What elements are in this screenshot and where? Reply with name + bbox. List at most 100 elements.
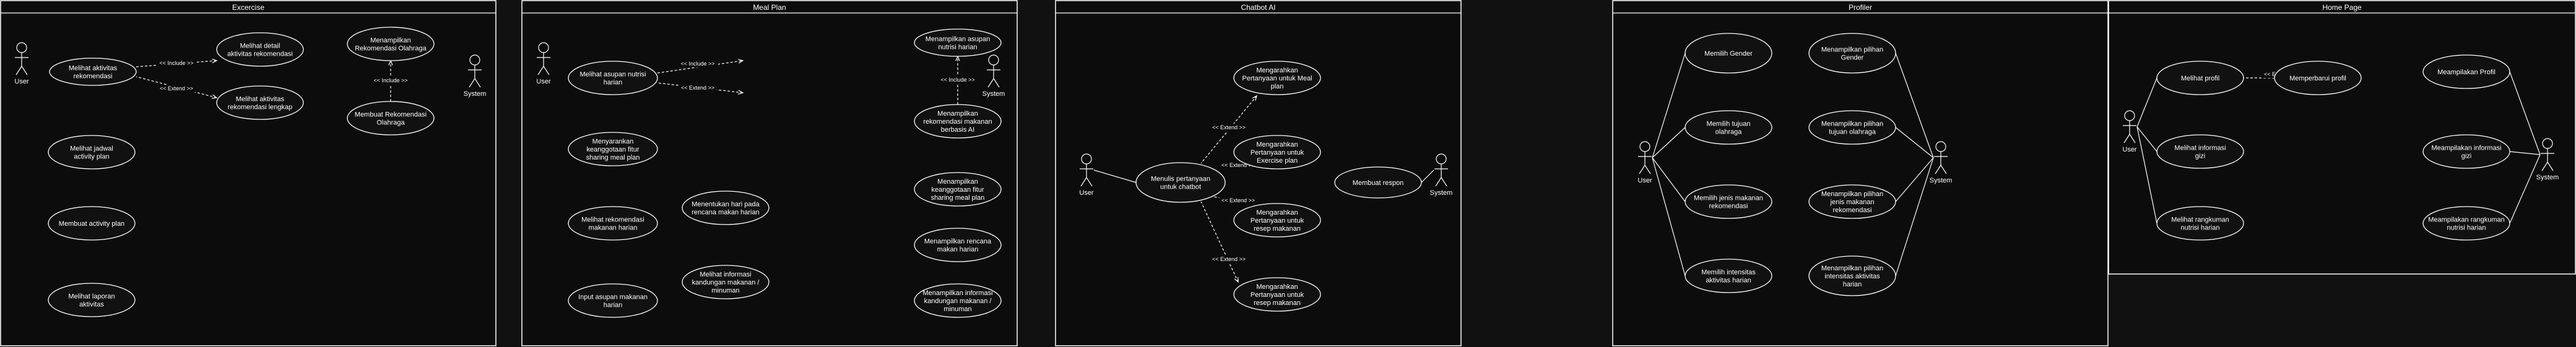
- use-case-ellipse: [2156, 61, 2244, 95]
- system-actor: System: [464, 54, 487, 98]
- relation-label: << Include >>: [159, 60, 193, 66]
- use-case-ellipse: [2156, 206, 2244, 241]
- use-case-ellipse: [1233, 203, 1321, 238]
- use-case-ellipse: [216, 85, 304, 120]
- use-case-ellipse: [1808, 33, 1896, 74]
- association-line: [1895, 127, 1934, 158]
- panel-title: Excercise: [232, 3, 264, 12]
- panel-mealplan: Meal Plan<< Include >><< Extend >><< Inc…: [521, 0, 1018, 346]
- system-actor: System: [982, 54, 1005, 98]
- association-line: [1895, 53, 1934, 158]
- use-case-ellipse: [1808, 110, 1896, 145]
- use-case-ellipse: [1233, 135, 1321, 169]
- association-line: [2136, 126, 2158, 224]
- association-line: [1652, 127, 1686, 158]
- use-case-ellipse: [682, 191, 770, 225]
- use-case-ellipse: [1334, 166, 1422, 199]
- user-actor: User: [1637, 141, 1652, 184]
- association-line: [1652, 157, 1686, 276]
- use-case-ellipse: [2156, 134, 2244, 169]
- use-case-ellipse: [914, 28, 1002, 57]
- system-actor-label: System: [2536, 174, 2559, 181]
- use-case-label: Membuat respon: [1353, 179, 1404, 187]
- relation-arrowhead: [1234, 276, 1239, 283]
- panel-title: Chatbot AI: [1241, 3, 1275, 12]
- relation-label: << Extend >>: [1221, 162, 1255, 168]
- relation-label: << Include >>: [373, 77, 407, 84]
- relation-label: << Extend >>: [160, 85, 193, 92]
- use-case-ellipse: [1233, 61, 1321, 95]
- panel-title: Profiler: [1849, 3, 1872, 12]
- use-case-label: Memperbarui profil: [2289, 75, 2346, 82]
- use-case: Melihat profil: [2156, 61, 2244, 95]
- system-actor-label: System: [1430, 189, 1453, 197]
- system-actor: System: [2536, 138, 2559, 181]
- user-actor: User: [1079, 153, 1094, 197]
- use-case-ellipse: [49, 58, 137, 86]
- relation-label: << Include >>: [940, 77, 974, 83]
- user-actor: User: [14, 42, 29, 85]
- use-case-ellipse: [2422, 134, 2510, 169]
- panel-title: Home Page: [2322, 3, 2362, 12]
- use-case-ellipse: [568, 132, 658, 166]
- system-actor: System: [1430, 153, 1453, 197]
- relation-arrowhead: [211, 94, 218, 99]
- relation-label: << Extend >>: [1212, 124, 1246, 131]
- use-case-ellipse: [682, 265, 770, 299]
- use-case-ellipse: [48, 135, 136, 169]
- system-actor-label: System: [1930, 177, 1953, 184]
- use-case-ellipse: [1135, 162, 1226, 203]
- use-case-ellipse: [216, 32, 304, 67]
- system-actor: System: [1930, 141, 1953, 184]
- relation-label: << Include >>: [680, 61, 714, 67]
- system-actor-label: System: [464, 90, 487, 98]
- use-case-ellipse: [914, 104, 1002, 139]
- use-case-ellipse: [2422, 54, 2510, 89]
- use-case-ellipse: [347, 101, 435, 135]
- use-case-label: Memilih Gender: [1704, 50, 1753, 58]
- relation-label: << Extend >>: [1221, 197, 1255, 203]
- use-case-label: Membuat activity plan: [59, 220, 124, 228]
